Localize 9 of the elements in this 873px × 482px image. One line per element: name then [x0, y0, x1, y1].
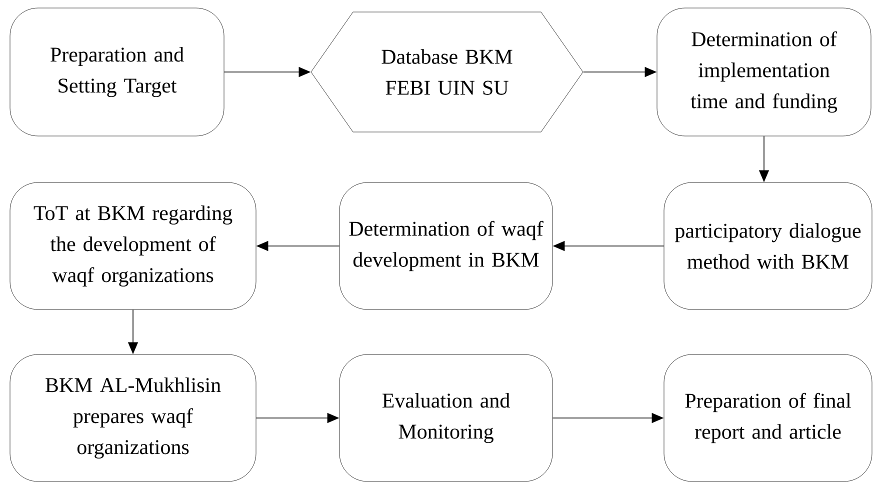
process-box: Evaluation and Monitoring [339, 354, 553, 482]
process-box: Determination of waqf development in BKM [339, 182, 553, 310]
process-box: Determination of implementation time and funding [656, 8, 872, 136]
process-box: Preparation of final report and article [664, 354, 872, 482]
process-box: ToT at BKM regarding the development of waqf organizations [10, 182, 256, 310]
process-box: Preparation and Setting Target [10, 8, 224, 136]
hexagon-box: Database BKM FEBI UIN SU [310, 12, 584, 132]
process-box: participatory dialogue method with BKM [664, 182, 872, 310]
process-box: BKM AL-Mukhlisin prepares waqf organizations [10, 354, 256, 482]
